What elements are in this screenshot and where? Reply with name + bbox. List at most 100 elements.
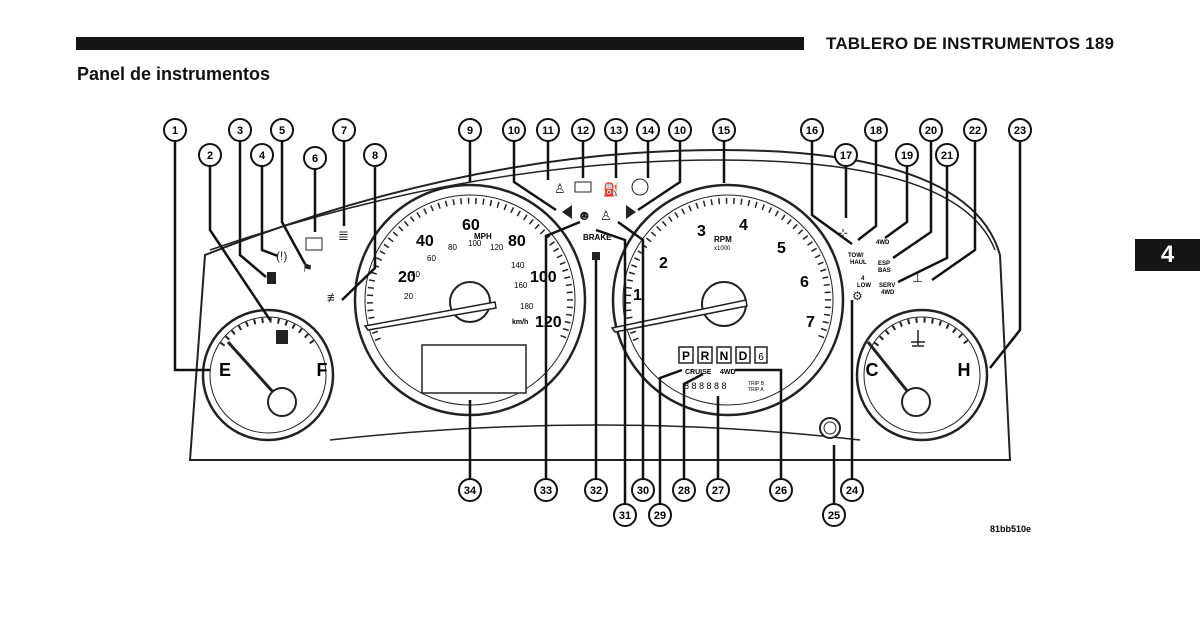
callouts-bottom: 34 33 32 31 30 29 28 27 26 24 25	[458, 478, 864, 527]
section-title: Panel de instrumentos	[77, 64, 271, 84]
four-wd-display: 4WD	[720, 369, 736, 376]
gear-indicator-row: P R N D 6	[678, 346, 768, 364]
right-turn-signal-icon	[626, 205, 636, 219]
svg-text:4: 4	[259, 150, 266, 162]
speedo-hub	[449, 281, 491, 323]
callout-6	[303, 146, 327, 170]
svg-text:23: 23	[1014, 125, 1026, 137]
engine-check-icon	[305, 237, 323, 251]
callout-12	[571, 118, 595, 142]
tach-label-3: 3	[697, 223, 706, 240]
tach-label-7: 7	[806, 314, 815, 331]
svg-text:30: 30	[637, 485, 649, 497]
callout-8	[363, 143, 387, 167]
kmh-label-100: 100	[468, 239, 482, 248]
fuel-gauge: E F	[201, 308, 335, 442]
callout-21	[935, 143, 959, 167]
mph-label-120: 120	[535, 314, 562, 331]
tach-label-4: 4	[739, 217, 748, 234]
svg-text:19: 19	[901, 150, 913, 162]
svg-text:21: 21	[941, 150, 953, 162]
kmh-label-20: 20	[404, 292, 413, 301]
svg-text:25: 25	[828, 510, 840, 522]
tach-tick-arc	[625, 197, 831, 342]
gear-digit: 6	[758, 352, 764, 363]
mph-label-60: 60	[462, 217, 480, 234]
callout-14	[636, 118, 660, 142]
gear-d: D	[739, 349, 748, 363]
fuel-full-label: F	[317, 360, 328, 380]
speedometer: 20 40 60 80 100 120 MPH 20 40 60 80 100 …	[353, 183, 587, 417]
headlamp-icon: ≣	[338, 228, 349, 243]
svg-text:13: 13	[610, 125, 622, 137]
tow-haul-indicator: TOW/HAUL	[848, 253, 867, 266]
brake-indicator: BRAKE	[583, 233, 612, 242]
svg-text:24: 24	[846, 485, 859, 497]
traction-icon: ⚙	[852, 289, 863, 303]
tach-unit-x1000: x1000	[714, 246, 731, 252]
callout-16	[800, 118, 824, 142]
four-wd-indicator: 4WD	[876, 240, 890, 246]
fog-lamp-icon: ≢	[327, 290, 340, 305]
cruise-set-icon: ⊹	[838, 226, 848, 240]
kmh-label-60: 60	[427, 254, 436, 263]
figure-code: 81bb510e	[990, 524, 1031, 534]
svg-text:28: 28	[678, 485, 690, 497]
temperature-gauge: C H	[855, 308, 989, 442]
svg-text:22: 22	[969, 125, 981, 137]
instrument-panel-diagram: E F 20 40 60 80 100 120 MPH 20 40 60 80 …	[163, 118, 1032, 534]
tach-unit-rpm: RPM	[714, 235, 732, 244]
odometer-digits: 8 8 8 8 8 8	[684, 381, 727, 391]
callout-34	[458, 478, 482, 502]
temp-hot-label: H	[958, 360, 971, 380]
tach-label-2: 2	[659, 255, 668, 272]
callout-10-right	[668, 118, 692, 142]
tach-label-1: 1	[633, 287, 642, 304]
kmh-label-160: 160	[514, 281, 528, 290]
callout-27	[706, 478, 730, 502]
svg-text:33: 33	[540, 485, 552, 497]
chapter-tab: 4	[1135, 239, 1200, 271]
svg-text:15: 15	[718, 125, 730, 137]
svg-text:32: 32	[590, 485, 602, 497]
callout-13	[604, 118, 628, 142]
airbag-warning-icon: ♙	[600, 208, 612, 223]
gear-n: N	[720, 349, 729, 363]
svg-text:5: 5	[279, 125, 285, 137]
gear-r: R	[701, 349, 710, 363]
callout-7	[332, 118, 356, 142]
kmh-label-40: 40	[411, 270, 420, 279]
kmh-unit: km/h	[512, 319, 528, 326]
callout-3	[228, 118, 252, 142]
callout-28	[672, 478, 696, 502]
mph-label-100: 100	[530, 269, 557, 286]
mph-label-40: 40	[416, 233, 434, 250]
high-beam-icon	[592, 252, 600, 260]
kmh-label-140: 140	[511, 261, 525, 270]
svg-text:14: 14	[642, 125, 655, 137]
svg-text:26: 26	[775, 485, 787, 497]
svg-text:20: 20	[925, 125, 937, 137]
seatbelt-reminder-icon: ☻	[577, 207, 592, 223]
callout-26	[769, 478, 793, 502]
svg-text:2: 2	[207, 150, 213, 162]
battery-icon	[574, 181, 592, 193]
callout-33	[534, 478, 558, 502]
warning-icons: (!) ⚑ ≣ ≢ ♙ ⛽ ☻ ♙ ⊹ ⚙ ⊥	[267, 178, 923, 305]
svg-text:31: 31	[619, 510, 631, 522]
gear-p: P	[682, 349, 690, 363]
svg-text:8: 8	[372, 150, 378, 162]
fuel-pump-icon	[276, 330, 288, 344]
callout-15	[712, 118, 736, 142]
callout-17	[834, 143, 858, 167]
callout-10-left	[502, 118, 526, 142]
svg-text:17: 17	[840, 150, 852, 162]
callout-1	[163, 118, 187, 142]
speedo-needle	[363, 301, 497, 331]
leader-lines	[173, 130, 1022, 505]
callout-24	[840, 478, 864, 502]
odometer-display-window	[421, 344, 527, 394]
